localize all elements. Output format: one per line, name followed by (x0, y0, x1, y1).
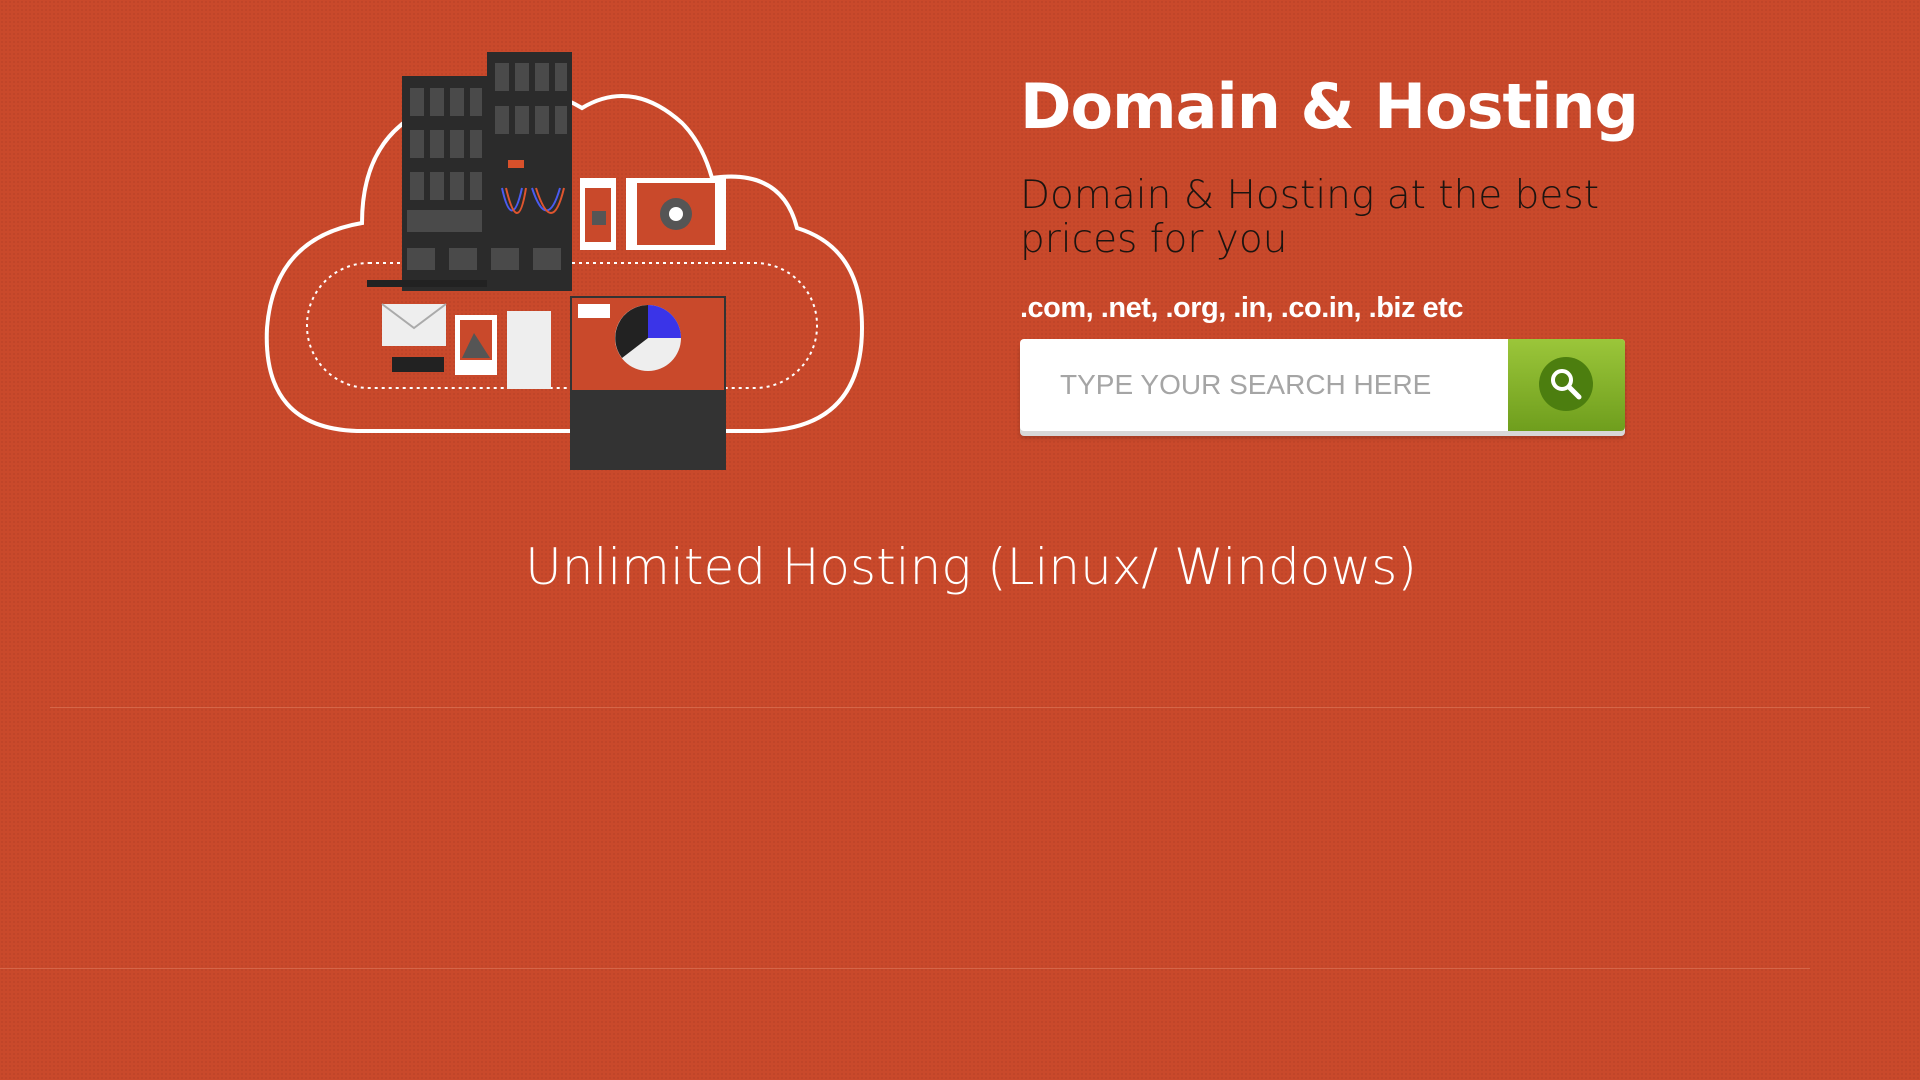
domain-search-bar (1020, 339, 1625, 431)
dotted-loop (306, 262, 818, 389)
laptop-chart-icon (570, 296, 726, 470)
tablet-gear-icon (626, 178, 726, 250)
pencil-icon (367, 280, 487, 287)
cloud-outline (264, 88, 865, 433)
search-icon (1539, 357, 1593, 411)
server-rack-icon (402, 52, 572, 291)
photo-icon (455, 315, 497, 375)
cloud-hosting-illustration (264, 52, 865, 470)
phone-lock-icon (580, 178, 616, 250)
domain-search-input[interactable] (1020, 339, 1508, 431)
domain-extensions: .com, .net, .org, .in, .co.in, .biz etc (1020, 292, 1463, 324)
usb-stick-icon (392, 357, 444, 372)
envelope-icon (381, 303, 447, 346)
divider (50, 707, 1870, 708)
hosting-tagline: Unlimited Hosting (Linux/ Windows) (525, 538, 1417, 596)
search-button[interactable] (1508, 339, 1625, 431)
page-title: Domain & Hosting (1020, 70, 1639, 143)
divider (0, 968, 1810, 969)
document-icon (507, 311, 551, 389)
page-subtitle: Domain & Hosting at the best prices for … (1020, 173, 1600, 262)
